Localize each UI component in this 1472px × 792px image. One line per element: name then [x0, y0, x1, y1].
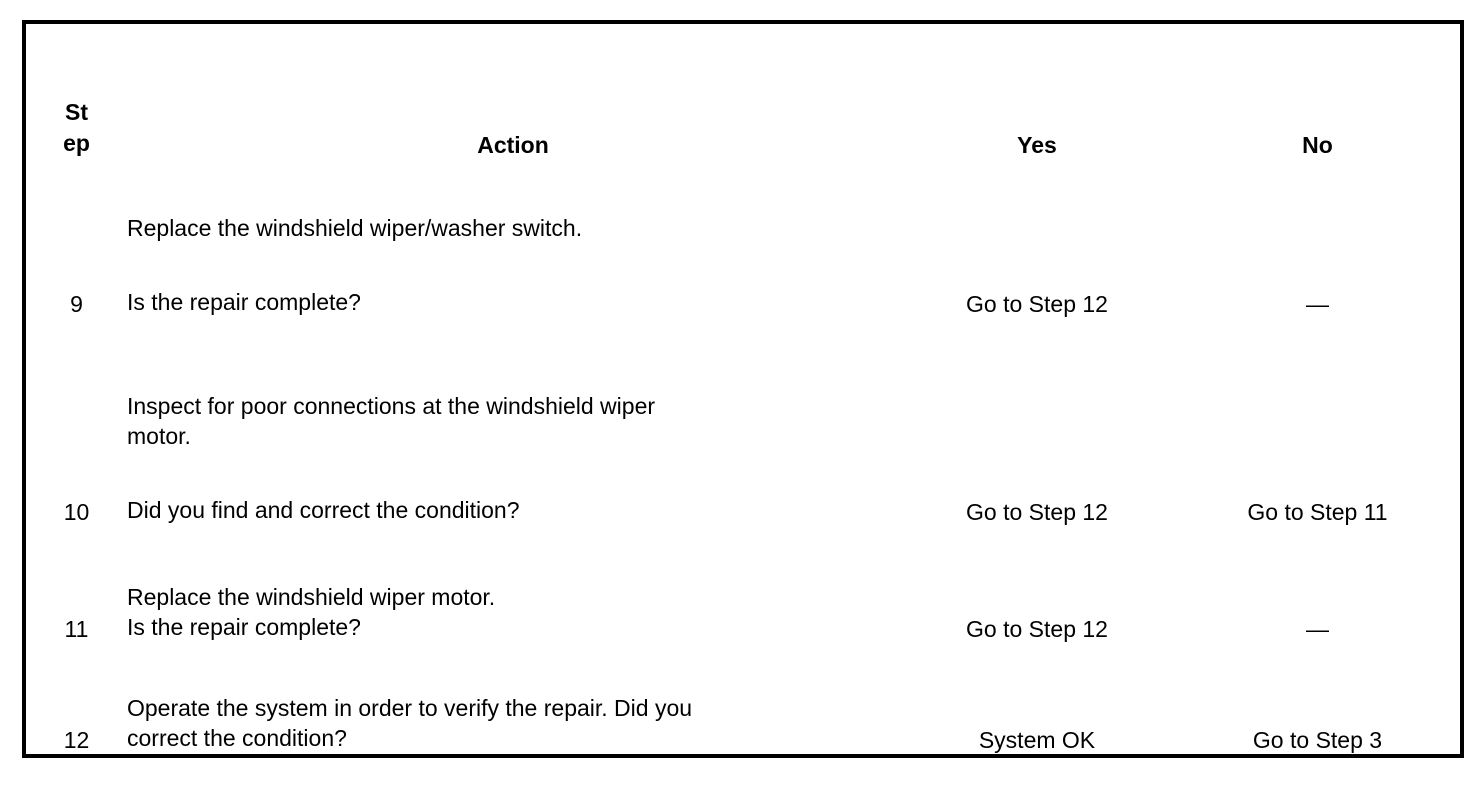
- action-line: Replace the windshield wiper motor.: [127, 584, 496, 611]
- column-header-yes: Yes: [899, 22, 1175, 160]
- step-result-no: Go to Step 3: [1175, 643, 1462, 756]
- step-number: 11: [24, 526, 127, 643]
- action-line: Did you find and correct the condition?: [127, 497, 520, 524]
- step-number: 12: [24, 643, 127, 756]
- action-line: Operate the system in order to verify th…: [127, 695, 693, 722]
- table-row: 9 Replace the windshield wiper/washer sw…: [24, 160, 1462, 318]
- step-number: 10: [24, 318, 127, 526]
- step-result-no: —: [1175, 526, 1462, 643]
- step-number: 9: [24, 160, 127, 318]
- action-line: Inspect for poor connections at the wind…: [127, 393, 656, 420]
- step-result-no: —: [1175, 160, 1462, 318]
- step-result-yes: Go to Step 12: [899, 160, 1175, 318]
- action-blank-line: [127, 452, 899, 496]
- step-action: Replace the windshield wiper/washer swit…: [127, 160, 899, 318]
- column-header-no: No: [1175, 22, 1462, 160]
- step-result-yes: Go to Step 12: [899, 526, 1175, 643]
- table-row: 11 Replace the windshield wiper motor. I…: [24, 526, 1462, 643]
- step-action: Inspect for poor connections at the wind…: [127, 318, 899, 526]
- action-line: motor.: [127, 423, 191, 450]
- column-header-step-line2: ep: [63, 130, 90, 157]
- table-row: 12 Operate the system in order to verify…: [24, 643, 1462, 756]
- diagnostic-step-table: St ep Action Yes No 9 Replace the windsh…: [22, 20, 1464, 758]
- column-header-step: St ep: [24, 22, 127, 160]
- action-line: correct the condition?: [127, 725, 347, 752]
- action-line: Replace the windshield wiper/washer swit…: [127, 215, 583, 242]
- action-blank-line: [127, 244, 899, 288]
- column-header-action: Action: [127, 22, 899, 160]
- step-result-no: Go to Step 11: [1175, 318, 1462, 526]
- table-header-row: St ep Action Yes No: [24, 22, 1462, 160]
- action-line: Is the repair complete?: [127, 614, 361, 641]
- step-action: Operate the system in order to verify th…: [127, 643, 899, 756]
- action-line: Is the repair complete?: [127, 289, 361, 316]
- step-action: Replace the windshield wiper motor. Is t…: [127, 526, 899, 643]
- column-header-step-line1: St: [65, 98, 88, 125]
- table-row: 10 Inspect for poor connections at the w…: [24, 318, 1462, 526]
- step-result-yes: Go to Step 12: [899, 318, 1175, 526]
- step-result-yes: System OK: [899, 643, 1175, 756]
